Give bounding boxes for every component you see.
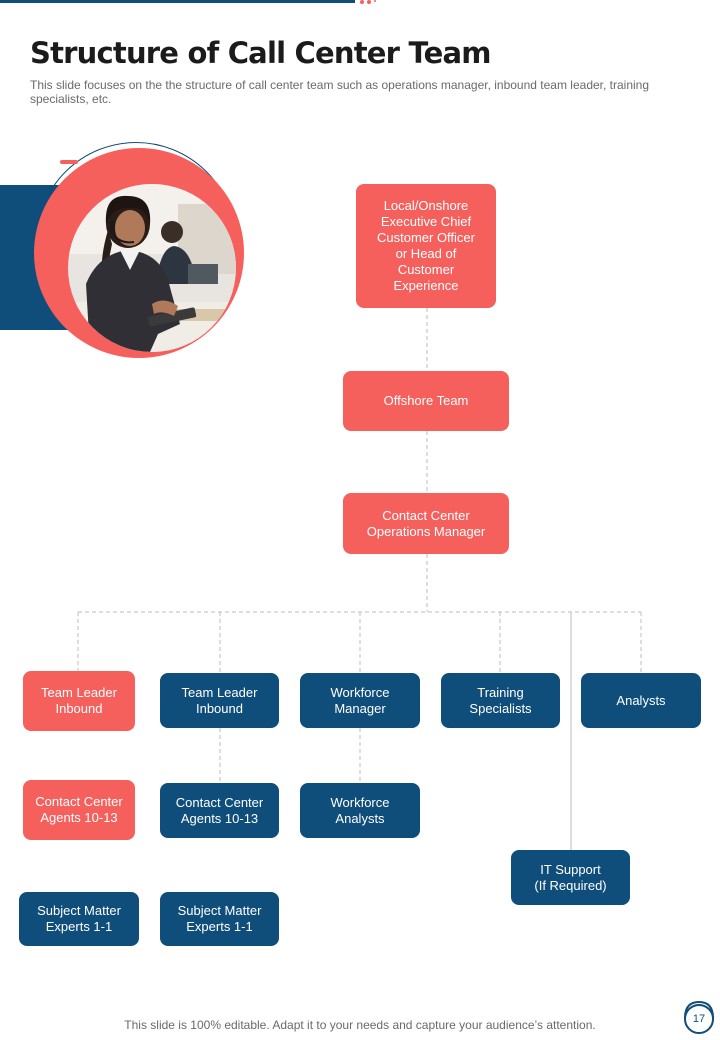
top-accent-dot — [367, 0, 371, 4]
node-workforce-analysts: Workforce Analysts — [300, 783, 420, 838]
ring-dash-shape — [60, 160, 78, 164]
node-training-specialists: Training Specialists — [441, 673, 560, 728]
top-accent-dot — [374, 0, 376, 2]
node-executive: Local/Onshore Executive Chief Customer O… — [356, 184, 496, 308]
node-subject-matter-experts-2: Subject Matter Experts 1-1 — [160, 892, 279, 946]
node-team-leader-inbound-2: Team Leader Inbound — [160, 673, 279, 728]
top-accent-line — [0, 0, 355, 3]
node-analysts: Analysts — [581, 673, 701, 728]
node-team-leader-inbound-1: Team Leader Inbound — [23, 671, 135, 731]
footer-note: This slide is 100% editable. Adapt it to… — [124, 1018, 596, 1032]
top-accent-dot — [360, 0, 364, 4]
node-contact-center-agents-1: Contact Center Agents 10-13 — [23, 780, 135, 840]
page-subtitle: This slide focuses on the the structure … — [30, 78, 650, 106]
node-offshore-team: Offshore Team — [343, 371, 509, 431]
call-center-agent-photo — [68, 184, 236, 352]
node-contact-center-agents-2: Contact Center Agents 10-13 — [160, 783, 279, 838]
hero-photo-group — [0, 140, 260, 370]
node-workforce-manager: Workforce Manager — [300, 673, 420, 728]
node-operations-manager: Contact Center Operations Manager — [343, 493, 509, 554]
node-it-support: IT Support (If Required) — [511, 850, 630, 905]
node-subject-matter-experts-1: Subject Matter Experts 1-1 — [19, 892, 139, 946]
page-title: Structure of Call Center Team — [30, 36, 491, 70]
page-number-badge: 17 — [684, 1004, 714, 1034]
